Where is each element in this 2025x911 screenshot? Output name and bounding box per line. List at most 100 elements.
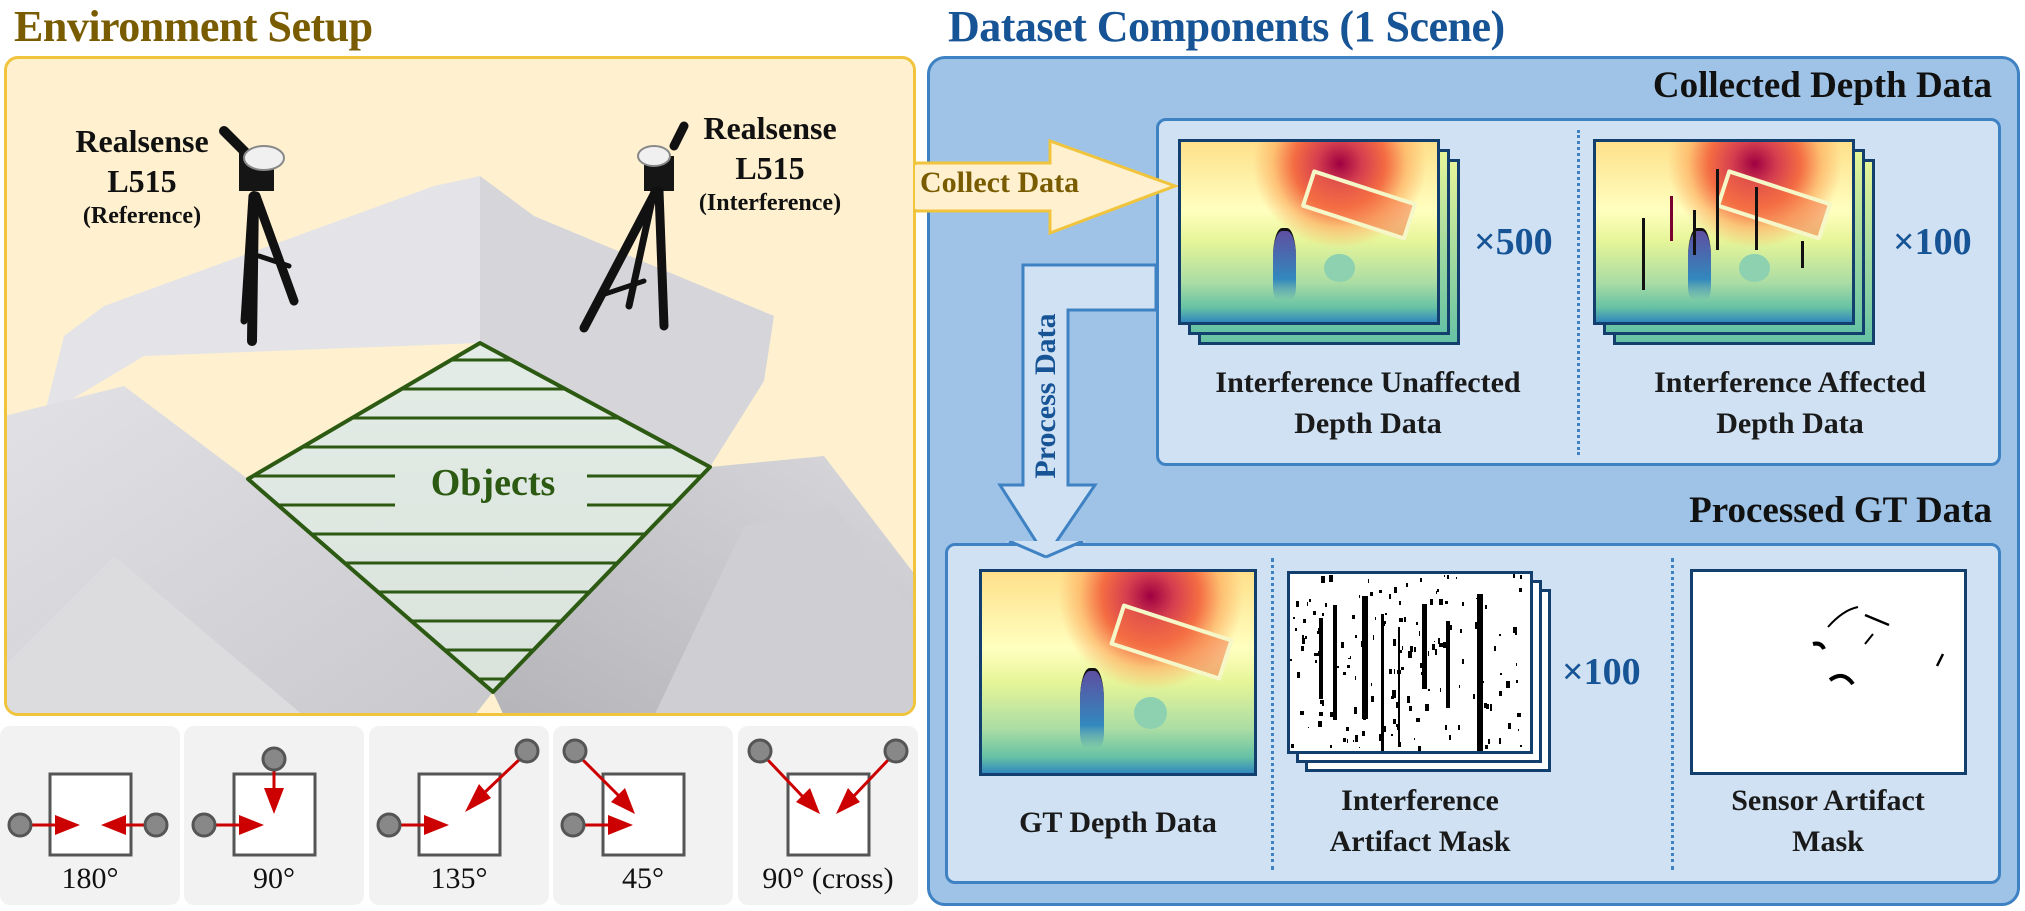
config-diagram-90 [191,746,317,857]
caption-line: Interference Affected [1654,366,1926,399]
artifact-speck [1301,645,1305,652]
artifact-speck [1443,575,1445,578]
artifact-speck [1381,617,1384,623]
artifact-speck [1494,645,1497,652]
artifact-speck [1360,641,1365,648]
artifact-speck [1352,739,1354,743]
artifact-speck [1397,741,1402,748]
artifact-speck [1318,651,1323,656]
artifact-speck [1385,612,1388,616]
artifact-speck [1425,704,1430,711]
collected-depth-data-title: Collected Depth Data [1652,65,1992,106]
artifact-speck [1481,680,1485,684]
unaffected-caption: Interference Unaffected Depth Data [1168,362,1568,444]
artifact-speck [1363,715,1366,721]
artifact-speck [1513,626,1517,633]
artifact-speck [1348,657,1350,660]
artifact-speck [1462,659,1464,664]
depth-ball [1739,253,1771,283]
interference-streak [1716,169,1720,250]
artifact-speck [1486,703,1490,710]
depth-rack [1715,169,1833,242]
artifact-speck [1321,576,1325,583]
artifact-speck [1346,727,1349,731]
artifact-speck [1458,684,1461,689]
artifact-speck [1430,598,1434,605]
artifact-speck [1436,588,1439,592]
artifact-streak [1422,604,1427,689]
artifact-speck [1301,635,1305,641]
depth-rack [1300,169,1418,242]
box-flap-right [655,506,913,713]
artifact-speck [1290,743,1294,748]
artifact-speck [1462,601,1464,607]
interference-camera-label: Realsense L515 (Interference) [675,108,865,218]
caption-line: Sensor Artifact [1731,784,1925,817]
interference-streak [1642,217,1646,290]
reference-camera-role: (Reference) [82,203,202,229]
config-tile-180: 180° [0,726,180,905]
artifact-speck [1295,600,1299,607]
artifact-speck [1478,645,1481,648]
artifact-streak [1362,595,1368,719]
box-wall-back-left [44,176,480,416]
artifact-speck [1418,631,1421,636]
artifact-speck [1393,719,1396,724]
artifact-speck [1321,612,1325,616]
depth-cylinder [1079,668,1105,748]
sensor-artifact-strokes [1812,606,1945,686]
collect-data-label: Collect Data [920,166,1080,199]
depth-ball [1134,696,1167,729]
artifact-speck [1383,623,1385,627]
artifact-speck [1460,629,1462,633]
artifact-speck [1439,687,1442,693]
artifact-speck [1361,731,1365,736]
artifact-speck [1489,704,1493,711]
config-diagram-135 [376,738,540,857]
config-label: 180° [61,862,119,895]
artifact-speck [1444,600,1448,605]
config-label: 90° (cross) [762,862,894,895]
interference-streak [1670,196,1674,241]
artifact-speck [1407,695,1411,703]
interference-mask-count: ×100 [1562,651,1641,693]
artifact-speck [1418,745,1422,751]
objects-label: Objects [430,462,556,504]
artifact-speck [1321,699,1325,707]
artifact-speck [1369,592,1373,596]
caption-line: Interference [1341,784,1499,817]
artifact-speck [1506,681,1510,688]
artifact-speck [1318,720,1322,728]
config-tile-45: 45° [553,726,733,905]
config-label: 45° [622,862,664,895]
artifact-speck [1371,696,1374,702]
artifact-speck [1346,738,1349,744]
artifact-speck [1349,656,1351,660]
artifact-streak [1318,617,1324,699]
collected-divider [1577,130,1580,455]
artifact-speck [1414,737,1416,741]
artifact-speck [1520,574,1522,579]
artifact-speck [1398,601,1402,605]
artifact-speck [1406,583,1409,587]
artifact-speck [1402,645,1404,650]
caption-line: Artifact Mask [1329,825,1511,858]
interference-streak [1754,187,1758,250]
depth-rack [1108,603,1234,682]
artifact-speck [1414,647,1416,653]
artifact-speck [1372,634,1374,640]
artifact-speck [1300,710,1305,715]
artifact-speck [1302,638,1305,645]
artifact-speck [1444,725,1447,728]
artifact-speck [1354,675,1357,680]
artifact-speck [1431,643,1436,650]
interference-artifact-mask-image [1287,571,1533,754]
collect-data-arrow [913,138,1180,236]
artifact-speck [1315,660,1318,664]
artifact-speck [1393,587,1398,594]
artifact-speck [1420,663,1424,669]
artifact-speck [1391,733,1393,736]
artifact-speck [1445,660,1450,667]
artifact-speck [1475,597,1478,600]
artifact-speck [1433,640,1435,643]
